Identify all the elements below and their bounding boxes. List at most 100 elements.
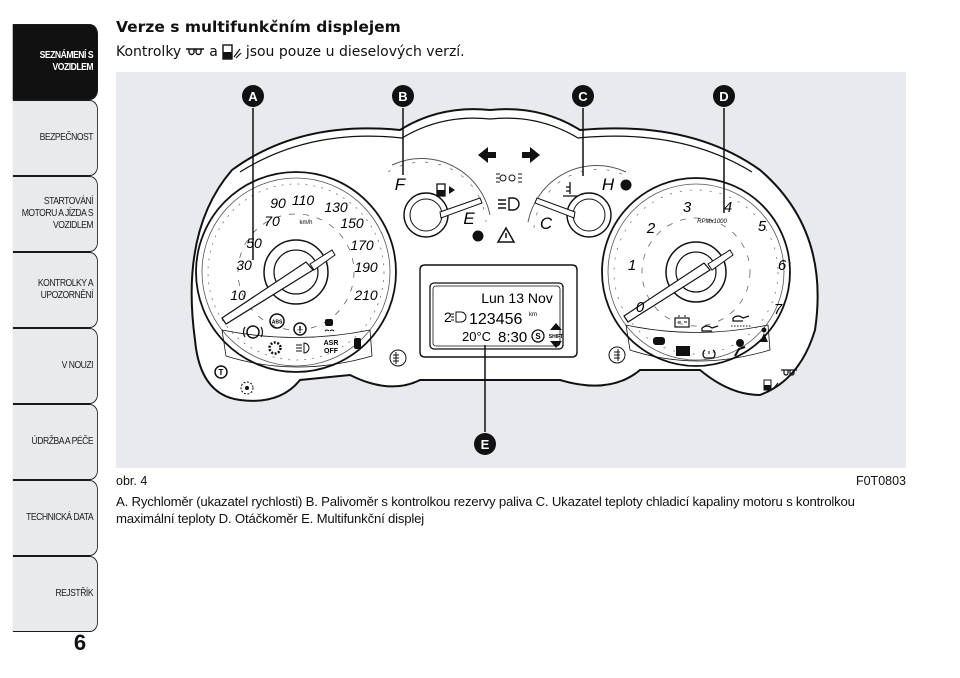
svg-text:ABS: ABS bbox=[272, 320, 283, 326]
brake-warning-icon: ! bbox=[293, 322, 307, 336]
fuel-pump-icon bbox=[436, 183, 455, 197]
svg-text:B: B bbox=[398, 89, 407, 104]
speedometer: 70 50 30 10 90 110 130 150 170 190 210 k… bbox=[195, 171, 397, 395]
callout-c: C bbox=[572, 85, 594, 107]
sidebar-item-label: KONTROLKY A UPOZORNĚNÍ bbox=[37, 277, 94, 301]
multifunction-display: Lun 13 Nov 2 123456 km 20°C 8:30 S SHIFT bbox=[419, 264, 578, 358]
airbag-icon bbox=[734, 339, 746, 357]
fuel-full-label: F bbox=[395, 175, 407, 194]
temp-cold-label: C bbox=[540, 214, 553, 233]
fuel-reserve-light bbox=[472, 230, 484, 242]
speed-label: 70 bbox=[264, 213, 280, 229]
sidebar-item-kontrolky[interactable]: KONTROLKY A UPOZORNĚNÍ bbox=[12, 252, 98, 328]
svg-text:T: T bbox=[219, 368, 224, 377]
sidebar-item-technicka-data[interactable]: TECHNICKÁ DATA bbox=[12, 480, 98, 556]
instrument-cluster-figure: 70 50 30 10 90 110 130 150 170 190 210 k… bbox=[116, 72, 906, 468]
svg-text:!: ! bbox=[298, 325, 301, 336]
sidebar-item-udrzba[interactable]: ÚDRŽBA A PÉČE bbox=[12, 404, 98, 480]
sidebar-item-label: ÚDRŽBA A PÉČE bbox=[31, 435, 94, 448]
rpm-label: 1 bbox=[628, 257, 636, 274]
stability-control-icon bbox=[324, 319, 335, 332]
speed-label: 110 bbox=[292, 192, 315, 208]
fuel-empty-label: E bbox=[463, 209, 475, 228]
svg-text:SHIFT: SHIFT bbox=[549, 334, 563, 340]
asr-label: ASR bbox=[324, 340, 339, 347]
callout-e: E bbox=[474, 433, 496, 455]
abs-icon: ABS bbox=[269, 313, 285, 329]
intro-text: Kontrolky a jsou pouze u dieselových ver… bbox=[116, 44, 465, 60]
speedometer-needle bbox=[221, 261, 314, 325]
speed-label: 190 bbox=[354, 259, 378, 275]
sidebar-item-label: V NOUZI bbox=[61, 359, 94, 372]
rear-fog-light-icon bbox=[608, 346, 626, 364]
speed-label: 150 bbox=[340, 215, 364, 231]
rpm-label: 3 bbox=[683, 199, 692, 216]
sidebar-item-label: TECHNICKÁ DATA bbox=[26, 511, 94, 524]
sidebar-item-startovani[interactable]: STARTOVÁNÍ MOTORU A JÍZDA S VOZIDLEM bbox=[12, 176, 98, 252]
sidebar-item-v-nouzi[interactable]: V NOUZI bbox=[12, 328, 98, 404]
glow-plug-warning-icon bbox=[781, 369, 797, 376]
callout-b: B bbox=[392, 85, 414, 107]
svg-text:A: A bbox=[248, 89, 258, 104]
fuel-needle bbox=[439, 197, 483, 219]
battery-icon bbox=[674, 315, 690, 328]
headlight-display-icon bbox=[451, 311, 467, 323]
oil-pressure-icon bbox=[701, 325, 719, 332]
cruise-control-icon: T bbox=[214, 365, 228, 379]
sidebar-item-bezpecnost[interactable]: BEZPEČNOST bbox=[12, 100, 98, 176]
oil-level-icon bbox=[731, 315, 751, 327]
svg-text:C: C bbox=[578, 89, 588, 104]
svg-text:S: S bbox=[535, 332, 541, 341]
transmission-fault-icon bbox=[268, 341, 282, 355]
brake-pad-icon bbox=[242, 325, 264, 339]
sidebar-item-rejstrik[interactable]: REJSTŘÍK bbox=[12, 556, 98, 632]
speed-unit: km/h bbox=[299, 220, 312, 226]
callout-a: A bbox=[242, 85, 264, 107]
rpm-label: 0 bbox=[636, 299, 645, 316]
figure-code: F0T0803 bbox=[855, 474, 906, 488]
figure-caption-row: obr. 4 F0T0803 bbox=[116, 474, 906, 488]
figure-caption: A. Rychloměr (ukazatel rychlosti) B. Pal… bbox=[116, 494, 855, 526]
door-open-icon bbox=[354, 338, 361, 349]
glow-plug-icon bbox=[186, 48, 205, 56]
start-stop-icon: S bbox=[531, 329, 545, 343]
turn-left-indicator-icon bbox=[478, 147, 496, 163]
figure-label: obr. 4 bbox=[116, 474, 148, 488]
tyre-pressure-icon bbox=[702, 349, 716, 359]
asr-off-label: OFF bbox=[324, 348, 339, 355]
rpm-label: 6 bbox=[778, 257, 787, 274]
speed-label: 10 bbox=[230, 287, 246, 303]
intro-prefix: Kontrolky bbox=[116, 44, 182, 60]
temperature-needle bbox=[534, 197, 576, 219]
speed-label: 50 bbox=[246, 235, 262, 251]
rpm-label: 4 bbox=[724, 199, 732, 216]
fuel-gauge: F E bbox=[387, 158, 491, 242]
speed-label: 170 bbox=[350, 237, 374, 253]
speed-limiter-icon bbox=[240, 381, 254, 395]
hazard-warning-icon bbox=[496, 226, 516, 243]
display-date: Lun 13 Nov bbox=[481, 290, 553, 306]
side-lights-icon bbox=[496, 173, 522, 183]
sidebar-item-seznameni[interactable]: SEZNÁMENÍ S VOZIDLEM bbox=[12, 24, 98, 100]
speed-label: 30 bbox=[236, 257, 252, 273]
sidebar-item-label: REJSTŘÍK bbox=[55, 587, 94, 600]
sidebar-item-label: BEZPEČNOST bbox=[39, 131, 94, 144]
display-gear: 2 bbox=[444, 309, 452, 325]
rpm-label: 7 bbox=[774, 301, 783, 318]
sidebar-item-label: SEZNÁMENÍ S VOZIDLEM bbox=[39, 49, 94, 73]
display-temperature: 20°C bbox=[462, 329, 491, 344]
water-in-fuel-icon bbox=[222, 44, 242, 60]
intro-and: a bbox=[209, 44, 218, 60]
callout-d: D bbox=[713, 85, 735, 107]
section-heading: Verze s multifunkčním displejem bbox=[116, 18, 401, 36]
rpm-label: 5 bbox=[758, 218, 767, 235]
water-in-fuel-warning-icon bbox=[763, 379, 779, 391]
rpm-unit: RPMx1000 bbox=[697, 219, 727, 225]
temp-hot-label: H bbox=[602, 175, 615, 194]
speed-label: 90 bbox=[270, 195, 286, 211]
instrument-cluster-drawing: 70 50 30 10 90 110 130 150 170 190 210 k… bbox=[190, 85, 819, 455]
max-temp-light bbox=[620, 179, 632, 191]
display-odometer: 123456 bbox=[469, 311, 522, 328]
tachometer: 0 1 2 3 4 5 6 7 RPMx1000 bbox=[601, 177, 791, 367]
display-time: 8:30 bbox=[498, 329, 527, 346]
